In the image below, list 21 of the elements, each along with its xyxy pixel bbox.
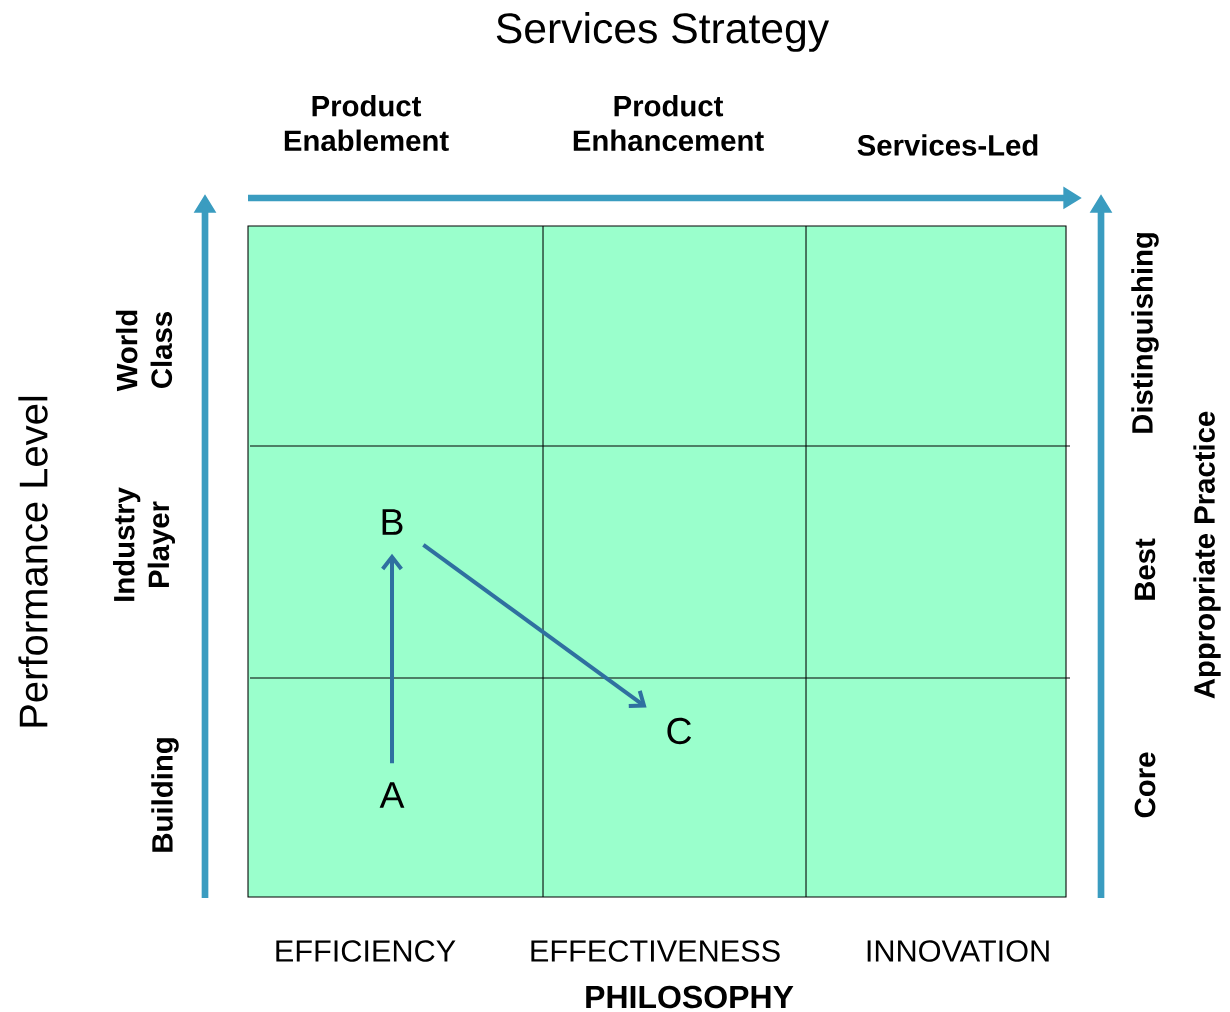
axis-title: Performance Level bbox=[18, 396, 48, 727]
row-heading: Industry Player bbox=[113, 487, 175, 601]
arrow bbox=[422, 543, 647, 708]
arrow bbox=[381, 553, 403, 764]
column-heading: Product Enablement bbox=[284, 94, 449, 152]
row-heading: Distinguishing bbox=[1131, 233, 1159, 433]
point-label: B bbox=[382, 509, 403, 535]
row-heading: Best bbox=[1134, 538, 1156, 600]
column-label: EFFICIENCY bbox=[276, 940, 456, 962]
point-label: A bbox=[379, 782, 405, 808]
column-heading: Services-Led bbox=[857, 134, 1038, 156]
axis-title: Appropriate Practice bbox=[1193, 411, 1221, 699]
row-heading: Core bbox=[1134, 752, 1156, 818]
point-label: C bbox=[667, 717, 692, 745]
column-heading: Product Enhancement bbox=[573, 94, 764, 152]
axis-title: PHILOSOPHY bbox=[586, 985, 794, 1009]
column-label: INNOVATION bbox=[867, 940, 1049, 962]
row-heading: World Class bbox=[115, 310, 173, 392]
column-label: EFFECTIVENESS bbox=[531, 940, 780, 962]
row-heading: Building bbox=[151, 738, 179, 852]
title: Services Strategy bbox=[496, 12, 830, 52]
